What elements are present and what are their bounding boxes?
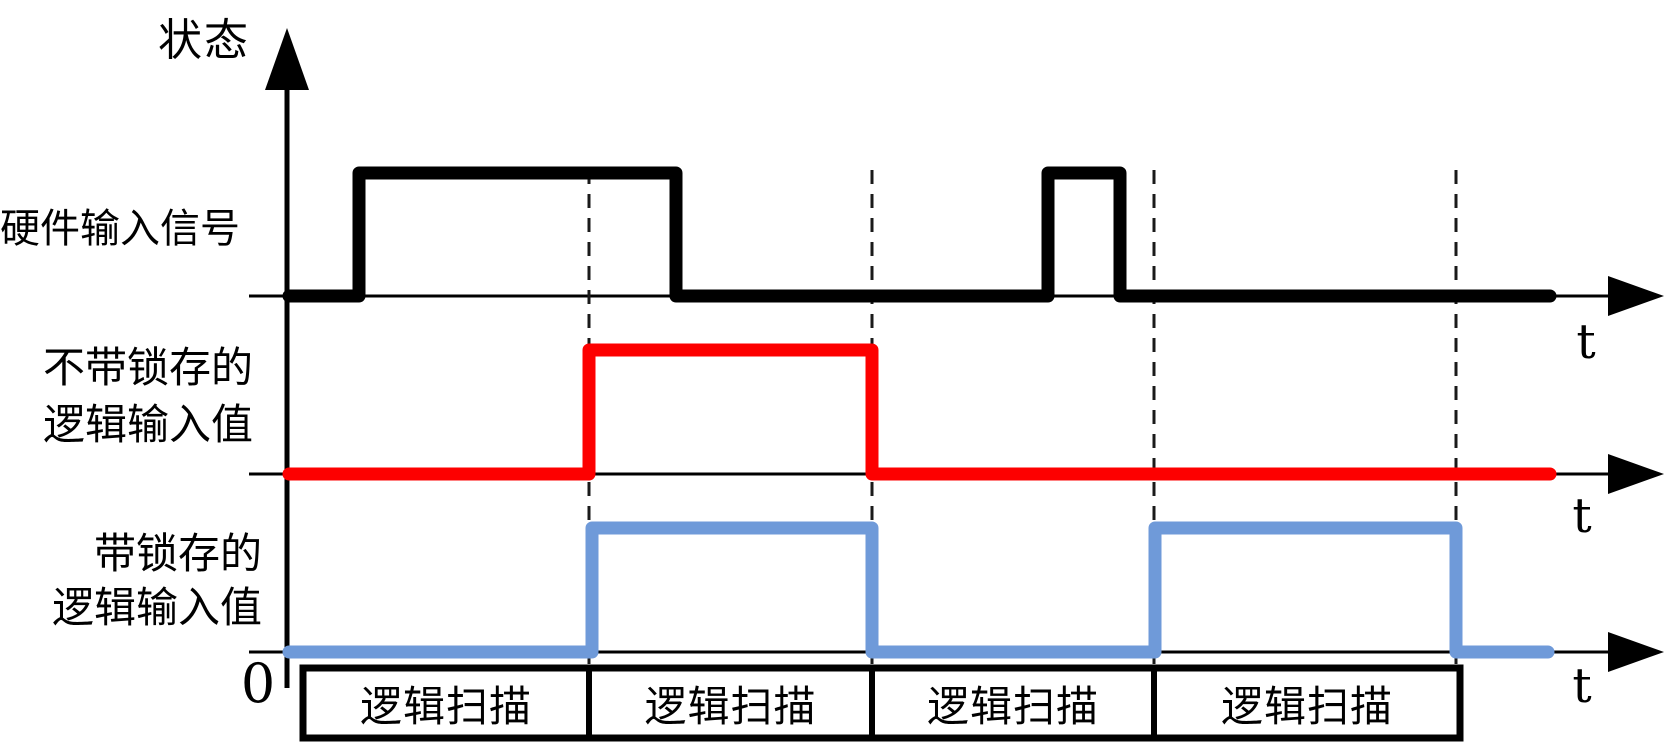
latched-logic-input-label-line1: 带锁存的 xyxy=(93,529,262,578)
unlatched-logic-input-label: 不带锁存的逻辑输入值 xyxy=(36,339,260,453)
state-axis-arrowhead xyxy=(265,28,309,90)
scan-box-layer xyxy=(299,664,1464,742)
logic-input-without-latch-waveform xyxy=(282,343,1557,481)
scan-boundary-guides-layer xyxy=(587,170,1458,667)
latched-logic-input-label: 带锁存的逻辑输入值 xyxy=(36,527,262,635)
time-axis-label-row2: t xyxy=(1572,488,1592,544)
scan-period-cell-4: 逻辑扫描 xyxy=(1220,681,1393,731)
scan-period-cell-3: 逻辑扫描 xyxy=(926,681,1099,731)
scan-period-cell-1: 逻辑扫描 xyxy=(359,681,532,731)
logic-input-with-latch-waveform xyxy=(282,521,1555,659)
time-axis-arrowhead-row2 xyxy=(1608,454,1664,494)
scan-box-outline xyxy=(299,664,1464,742)
scan-period-cell-2: 逻辑扫描 xyxy=(644,681,817,731)
unlatched-logic-input-label-line1: 不带锁存的 xyxy=(42,343,253,392)
unlatched-logic-input-label-line2: 逻辑输入值 xyxy=(42,400,253,449)
origin-zero-label: 0 xyxy=(240,652,276,715)
signals-layer xyxy=(282,166,1557,659)
hardware-input-signal-waveform xyxy=(282,166,1557,303)
time-axis-arrowhead-row3 xyxy=(1608,632,1664,672)
time-axis-arrowhead-row1 xyxy=(1608,276,1664,316)
hardware-input-signal-label: 硬件输入信号 xyxy=(0,206,240,252)
latched-logic-input-label-line2: 逻辑输入值 xyxy=(51,583,262,632)
y-axis-title: 状态 xyxy=(158,15,250,66)
time-axis-label-row1: t xyxy=(1576,314,1596,370)
time-axis-label-row3: t xyxy=(1572,658,1592,714)
